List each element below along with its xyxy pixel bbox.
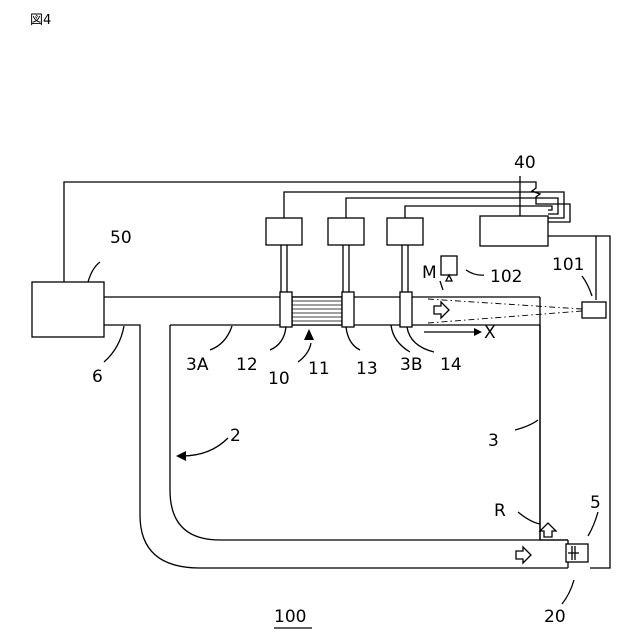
x-arrowhead: [474, 328, 482, 336]
flow-arrow-r: [540, 523, 556, 537]
flow-arrow-m: [434, 302, 449, 318]
label-6: 6: [92, 367, 103, 387]
label-m: M: [422, 263, 437, 283]
sensor-101: [582, 302, 606, 318]
wire-40-to-101: [548, 236, 610, 568]
flange-12: [280, 292, 292, 327]
label-50: 50: [110, 228, 132, 248]
controller-40: [480, 216, 548, 246]
arrow-10: [304, 329, 314, 340]
label-12: 12: [236, 355, 258, 375]
controller-box-b: [328, 218, 364, 245]
label-14: 14: [440, 355, 462, 375]
label-3: 3: [488, 431, 499, 451]
controller-box-c: [387, 218, 423, 245]
label-40: 40: [514, 153, 536, 173]
reference-number: 100: [274, 607, 306, 627]
label-r: R: [494, 501, 506, 521]
wire-controller-b: [346, 198, 558, 218]
rod-c: [402, 245, 408, 294]
rod-b: [343, 245, 349, 294]
label-13: 13: [356, 359, 378, 379]
rod-a: [281, 245, 287, 294]
camera-lens: [446, 275, 452, 281]
detection-beam: [428, 299, 582, 323]
flow-arrow-bottom: [516, 547, 531, 563]
leader-2: [182, 438, 228, 456]
figure-title: 図4: [30, 13, 51, 28]
camera-102: [441, 256, 457, 275]
pipe-right-wall: [540, 325, 568, 540]
label-3b: 3B: [400, 355, 422, 375]
label-3a: 3A: [186, 355, 209, 375]
unit-50: [32, 282, 104, 337]
flange-14: [400, 292, 412, 327]
label-10: 10: [268, 369, 290, 389]
wire-controller-a: [284, 192, 564, 218]
label-20: 20: [544, 607, 566, 627]
label-102: 102: [490, 267, 522, 287]
label-x: X: [484, 323, 496, 343]
label-11: 11: [308, 359, 330, 379]
label-2: 2: [230, 426, 241, 446]
label-5: 5: [590, 493, 601, 513]
label-101: 101: [552, 255, 584, 275]
controller-box-a: [266, 218, 302, 245]
flange-13: [342, 292, 354, 327]
arrowhead-2: [176, 451, 186, 461]
